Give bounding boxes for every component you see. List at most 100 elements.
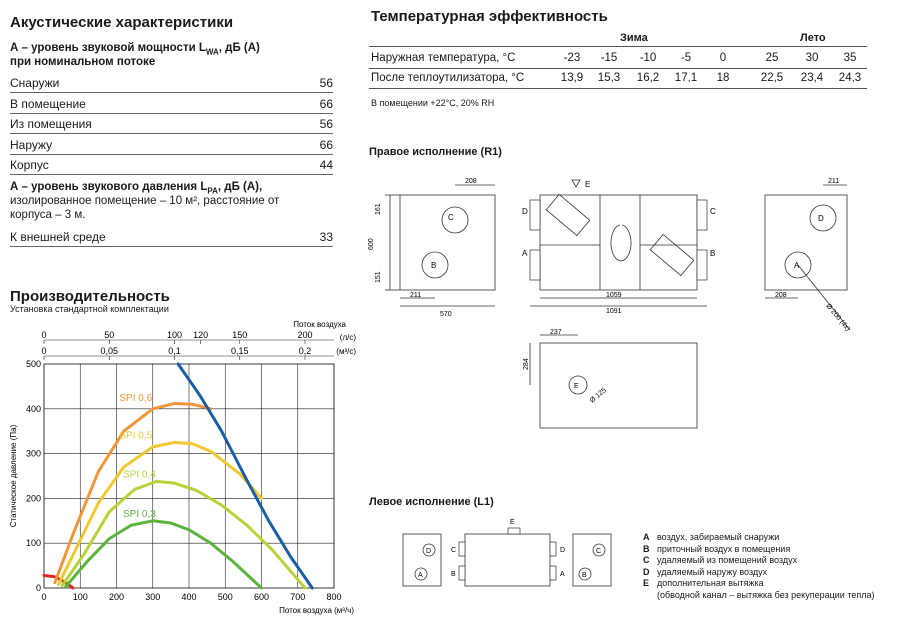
row-label: Из помещения [10, 117, 92, 131]
top-m3s-tick-label: 0,15 [231, 346, 249, 356]
l1-e-letter: E [510, 519, 515, 526]
l1-c2-letter: C [596, 548, 601, 555]
right-d-letter: D [818, 214, 824, 223]
row-divider [10, 174, 333, 175]
y-tick-label: 100 [26, 538, 41, 548]
port-c-circle [441, 206, 469, 234]
outdoor-label: Наружная температура, °C [371, 52, 516, 64]
top-ls-tick-label: 0 [41, 330, 46, 340]
series-line [64, 519, 263, 590]
series-line [60, 479, 307, 590]
legend-key: C [643, 555, 650, 565]
plan-e-letter: E [574, 383, 579, 390]
right-version-title: Правое исполнение (R1) [369, 146, 502, 158]
legend-text: воздух, забираемый снаружи [657, 532, 780, 542]
row-divider [10, 112, 333, 114]
after-temp-cell: 13,9 [560, 72, 584, 84]
side-view-right [764, 184, 851, 331]
x-tick-label: 100 [73, 592, 88, 602]
outdoor-temp-cell: 30 [805, 52, 819, 64]
series-line [176, 362, 314, 590]
performance-subtitle: Установка стандартной комплектации [10, 304, 169, 314]
external-label: К внешней среде [10, 230, 106, 244]
series-label: SPI 0,4 [123, 469, 156, 480]
y-tick-label: 0 [36, 583, 41, 593]
x-tick-label: 700 [290, 592, 305, 602]
series-label: SPI 0,6 [119, 393, 152, 404]
acoustic-external-row: К внешней среде 33 [10, 227, 333, 247]
l1-a-letter: A [418, 572, 423, 579]
mid-b-letter: B [710, 249, 715, 258]
top-ls-unit: (л/с) [340, 333, 357, 342]
pressure-heading-sub: PA [207, 186, 218, 196]
row-divider [10, 153, 333, 155]
left-version-drawings: D A C B E D A C B [402, 519, 612, 587]
acoustic-power-heading: А – уровень звуковой мощности LWA, дБ (А… [10, 42, 260, 56]
x-tick-label: 400 [181, 592, 196, 602]
acoustic-title: Акустические характеристики [10, 14, 234, 31]
mid-e-letter: E [585, 180, 590, 189]
dim-151: 151 [375, 271, 382, 283]
pressure-heading-text: А – уровень звукового давления L [10, 181, 208, 193]
after-temp-cell: 24,3 [838, 72, 862, 84]
x-tick-label: 500 [218, 592, 233, 602]
after-temp-cell: 18 [716, 72, 730, 84]
acoustic-pressure-line-2: изолированное помещение – 10 м², расстоя… [10, 195, 280, 207]
outdoor-temp-cell: -15 [600, 52, 618, 64]
dim-1059: 1059 [606, 292, 622, 299]
plot-frame [43, 363, 335, 589]
after-temp-cell: 17,1 [674, 72, 698, 84]
l1-a2-letter: A [560, 571, 565, 578]
port-b-circle [421, 251, 449, 279]
temperature-bottom-rule [369, 88, 867, 89]
top-ls-tick-label: 120 [193, 330, 208, 340]
top-ls-tick-label: 50 [104, 330, 114, 340]
temperature-top-rule [369, 46, 867, 47]
legend-text: удаляемый наружу воздух [657, 566, 768, 577]
top-ls-tick-label: 150 [232, 330, 247, 340]
x-tick-label: 0 [41, 592, 46, 602]
pressure-heading-unit: , дБ (А), [217, 181, 263, 193]
dim-284: 284 [523, 358, 530, 370]
unit-side-box [399, 194, 496, 291]
port-c-letter: C [448, 213, 454, 222]
legend-text: удаляемый из помещений воздух [657, 555, 798, 565]
dim-1091: 1091 [606, 308, 622, 315]
y-tick-label: 500 [26, 359, 41, 369]
side-view-left [385, 184, 496, 307]
l1-b-letter: B [451, 571, 456, 578]
y-tick-label: 200 [26, 493, 41, 503]
outdoor-temp-cell: 35 [843, 52, 857, 64]
power-heading-unit: , дБ (А) [218, 42, 260, 54]
top-ls-tick-label: 100 [167, 330, 182, 340]
dim-600: 600 [368, 238, 375, 250]
y-tick-label: 400 [26, 404, 41, 414]
power-heading-text: А – уровень звуковой мощности L [10, 42, 206, 54]
performance-title: Производительность [10, 288, 170, 305]
row-value: 66 [319, 137, 333, 152]
series-label: SPI 0,3 [123, 509, 156, 520]
temperature-title: Температурная эффективность [371, 8, 608, 25]
series-line [57, 440, 263, 586]
top-axis-label: Поток воздуха [293, 320, 346, 329]
top-m3s-tick-label: 0,1 [168, 346, 181, 356]
right-a-letter: A [794, 261, 800, 270]
after-temp-cell: 22,5 [760, 72, 784, 84]
l1-d2-letter: D [560, 547, 565, 554]
temperature-winter-label: Зима [620, 32, 648, 44]
l1-d-letter: D [426, 548, 431, 555]
top-m3s-tick-label: 0,05 [100, 346, 118, 356]
top-view-ports [529, 199, 708, 281]
left-version-title: Левое исполнение (L1) [369, 496, 494, 508]
l1-c-letter: C [451, 547, 456, 554]
right-version-drawings: C B 208 161 600 151 211 570 D A C B E 10… [368, 178, 851, 429]
series-line [53, 401, 213, 585]
row-value: 56 [319, 76, 333, 90]
